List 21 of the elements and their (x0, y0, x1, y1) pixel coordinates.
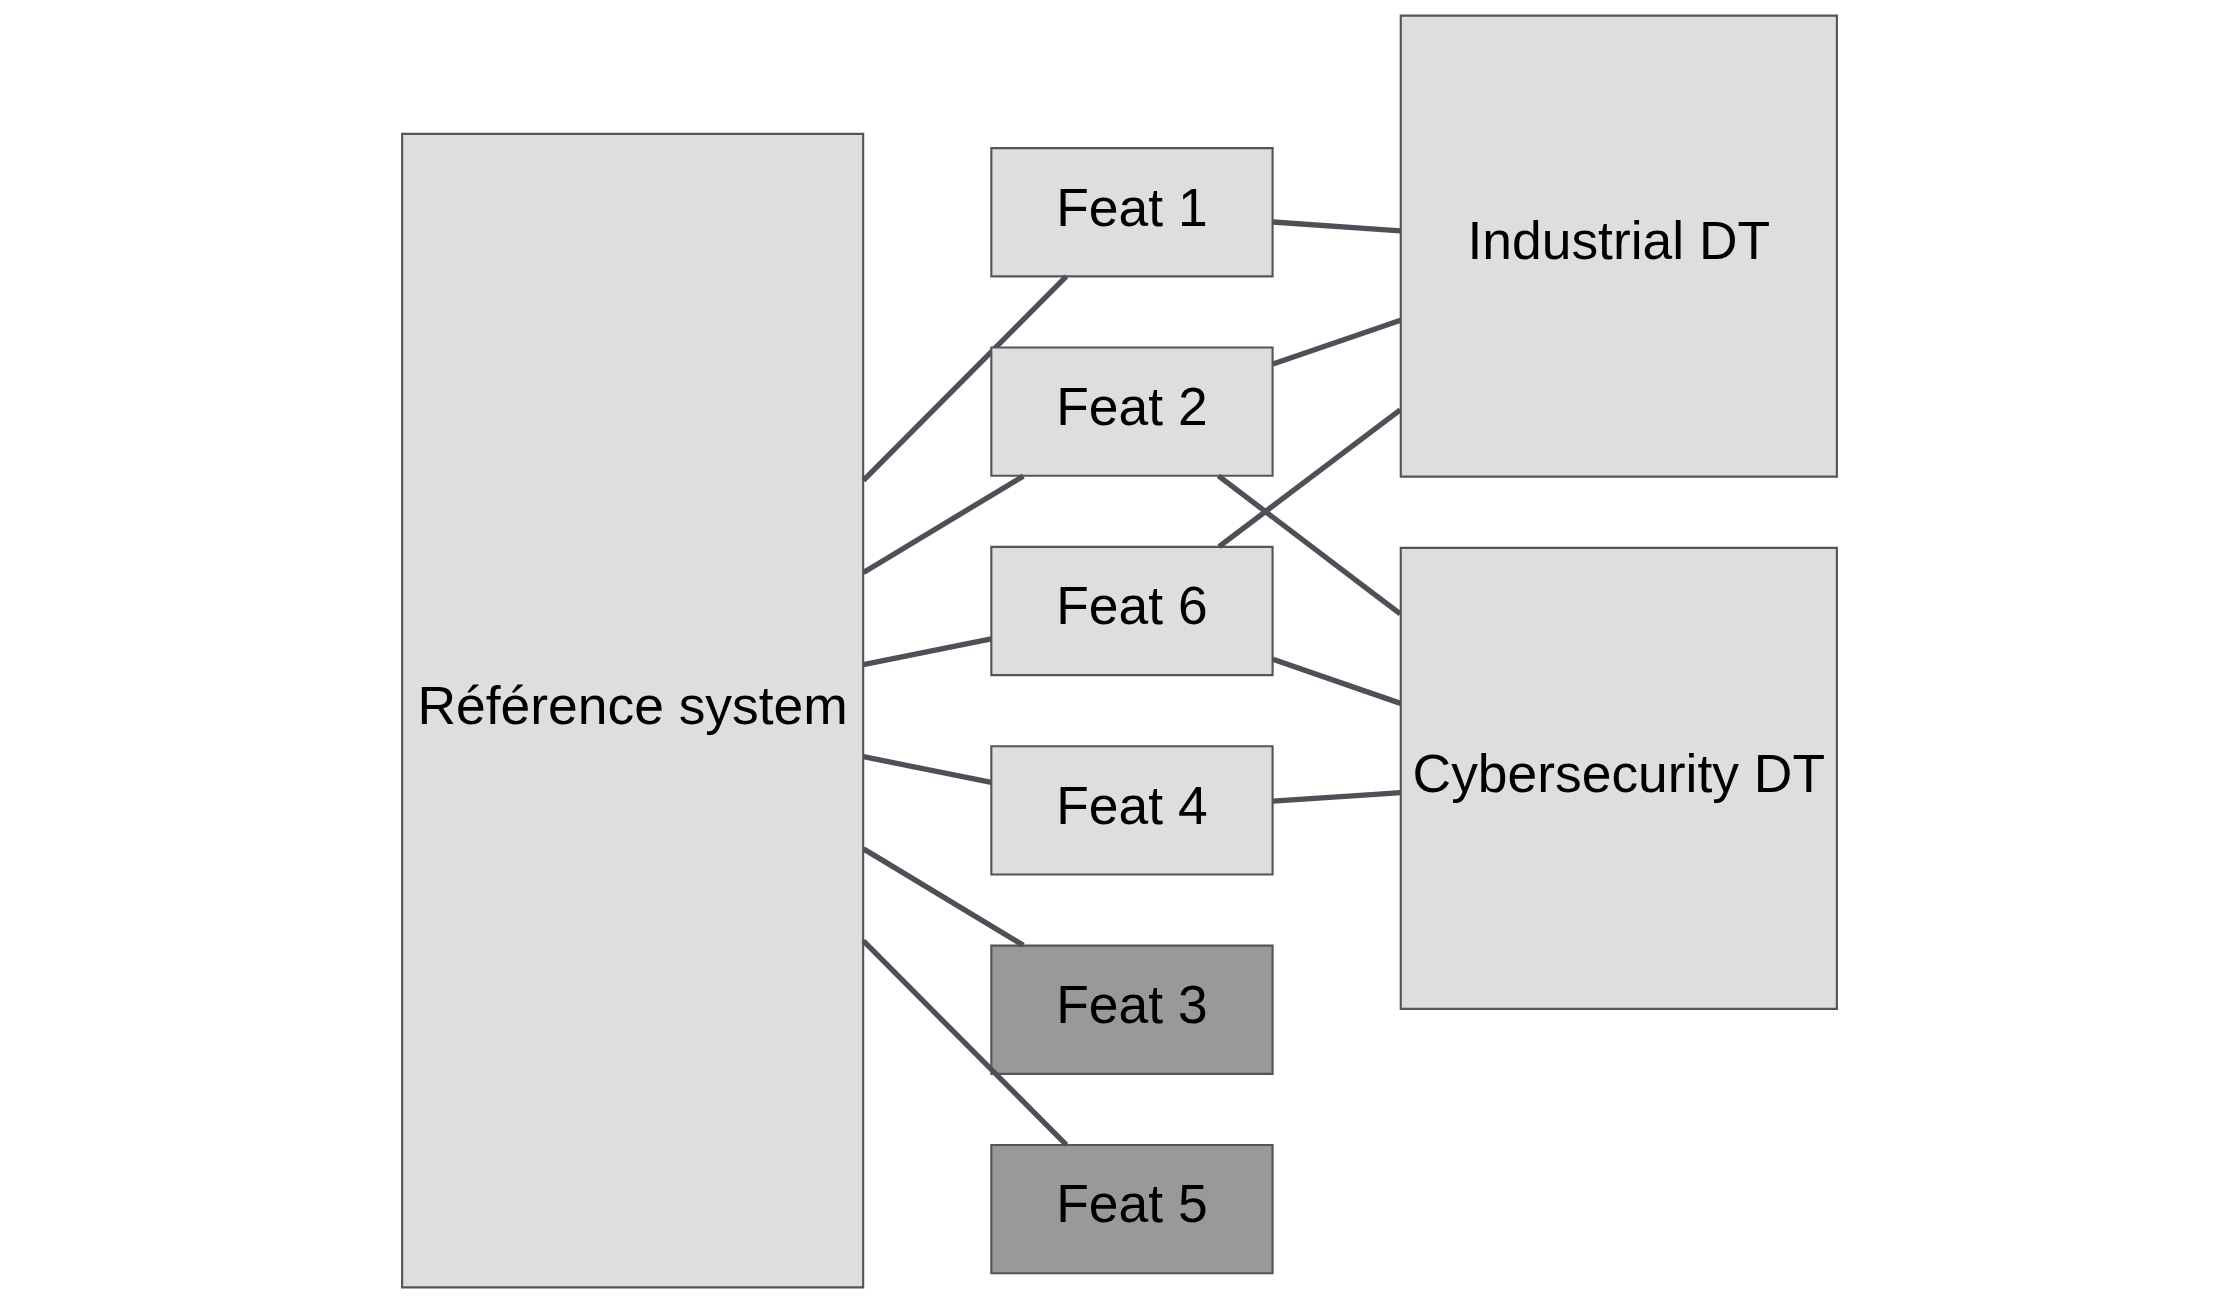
node-box: Industrial DT (1399, 14, 1838, 478)
connector (861, 939, 1068, 1147)
connector (1272, 790, 1401, 804)
node-box: Feat 3 (989, 944, 1274, 1075)
node-box: Cybersecurity DT (1399, 546, 1838, 1010)
node-box: Feat 2 (989, 346, 1274, 477)
connector (861, 846, 1025, 948)
node-box: Feat 1 (989, 147, 1274, 278)
node-box: Feat 5 (989, 1143, 1274, 1275)
connector (1271, 656, 1401, 706)
connector (1216, 473, 1402, 617)
connector (861, 274, 1068, 483)
node-box: Feat 4 (989, 745, 1274, 876)
connector (1271, 317, 1401, 367)
connector (862, 754, 992, 786)
connector (1216, 407, 1402, 549)
node-box: Feat 6 (989, 545, 1274, 677)
connector (1272, 219, 1401, 234)
connector (862, 636, 992, 668)
connector (861, 473, 1025, 575)
node-box: Référence system (400, 132, 864, 1289)
